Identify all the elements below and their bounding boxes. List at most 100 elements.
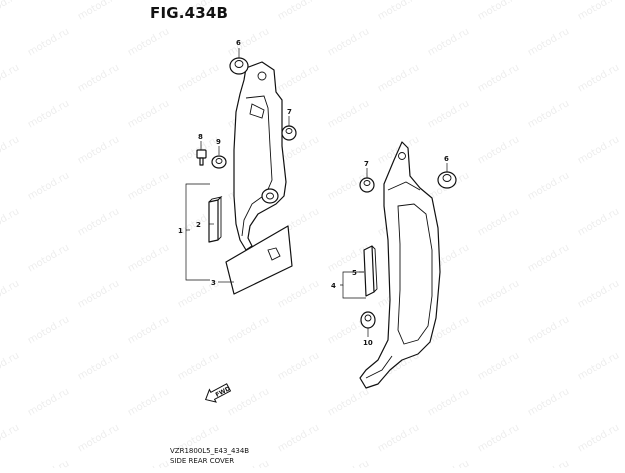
watermark-text: motod.ru bbox=[326, 386, 371, 418]
watermark-text: motod.ru bbox=[576, 134, 621, 166]
watermark-text: motod.ru bbox=[526, 386, 571, 418]
callout-labels: 6 7 8 9 1 2 3 7 6 5 4 10 bbox=[178, 39, 449, 347]
watermark-text: motod.ru bbox=[176, 62, 221, 94]
watermark-text: motod.ru bbox=[576, 278, 621, 310]
washer-9 bbox=[211, 155, 227, 169]
watermark-text: motod.ru bbox=[476, 0, 521, 23]
watermark-text: motod.ru bbox=[576, 0, 621, 23]
watermark-text: motod.ru bbox=[426, 26, 471, 58]
watermark-text: motod.ru bbox=[526, 170, 571, 202]
watermark-text: motod.ru bbox=[76, 206, 121, 238]
callout-9: 9 bbox=[216, 138, 221, 146]
leader-lines bbox=[185, 48, 448, 337]
left-bracket bbox=[233, 61, 287, 251]
watermark-text: motod.ru bbox=[0, 422, 21, 454]
watermark-text: motod.ru bbox=[76, 278, 121, 310]
callout-6-left: 6 bbox=[236, 39, 241, 47]
watermark-text: motod.ru bbox=[426, 458, 471, 468]
watermark-text: motod.ru bbox=[126, 458, 171, 468]
watermark-text: motod.ru bbox=[476, 206, 521, 238]
watermark-text: motod.ru bbox=[76, 134, 121, 166]
bolt-8 bbox=[196, 149, 207, 166]
forward-arrow-icon: FWD bbox=[204, 383, 232, 403]
watermark-text: motod.ru bbox=[0, 0, 21, 23]
callout-1: 1 bbox=[178, 227, 183, 235]
watermark-text: motod.ru bbox=[0, 278, 21, 310]
watermark-text: motod.ru bbox=[426, 386, 471, 418]
collar-7-left bbox=[281, 125, 297, 141]
watermark-text: motod.ru bbox=[0, 134, 21, 166]
watermark-text: motod.ru bbox=[576, 422, 621, 454]
watermark-text: motod.ru bbox=[26, 242, 71, 274]
watermark-text: motod.ru bbox=[76, 0, 121, 23]
watermark-text: motod.ru bbox=[476, 422, 521, 454]
watermark-text: motod.ru bbox=[0, 62, 21, 94]
callout-5: 5 bbox=[352, 269, 357, 277]
grommet-10 bbox=[360, 311, 376, 329]
watermark-text: motod.ru bbox=[476, 278, 521, 310]
watermark-text: motod.ru bbox=[176, 350, 221, 382]
watermark-text: motod.ru bbox=[26, 386, 71, 418]
cushion-5 bbox=[363, 245, 378, 297]
watermark-text: motod.ru bbox=[26, 170, 71, 202]
watermark-text: motod.ru bbox=[26, 98, 71, 130]
forward-label: FWD bbox=[214, 385, 231, 399]
watermark-text: motod.ru bbox=[526, 26, 571, 58]
watermark-text: motod.ru bbox=[126, 26, 171, 58]
figure-title: FIG.434B bbox=[150, 4, 229, 22]
callout-2: 2 bbox=[196, 221, 201, 229]
watermark-text: motod.ru bbox=[526, 458, 571, 468]
watermark-text: motod.ru bbox=[276, 422, 321, 454]
watermark-text: motod.ru bbox=[76, 350, 121, 382]
watermark-text: motod.ru bbox=[576, 206, 621, 238]
watermark-text: motod.ru bbox=[326, 98, 371, 130]
watermark-text: motod.ru bbox=[226, 314, 271, 346]
callout-7-right: 7 bbox=[364, 160, 369, 168]
watermark-text: motod.ru bbox=[26, 314, 71, 346]
watermark-text: motod.ru bbox=[126, 242, 171, 274]
watermark-text: motod.ru bbox=[326, 458, 371, 468]
watermark-text: motod.ru bbox=[76, 422, 121, 454]
callout-10: 10 bbox=[363, 339, 373, 347]
watermark-text: motod.ru bbox=[526, 242, 571, 274]
watermark-text: motod.ru bbox=[76, 62, 121, 94]
watermark-text: motod.ru bbox=[0, 206, 21, 238]
watermark-text: motod.ru bbox=[276, 350, 321, 382]
callout-4: 4 bbox=[331, 282, 336, 290]
watermark-text: motod.ru bbox=[476, 350, 521, 382]
model-code: VZR1800L5_E43_434B bbox=[170, 447, 250, 455]
watermark-text: motod.ru bbox=[276, 278, 321, 310]
watermark-text: motod.ru bbox=[426, 98, 471, 130]
watermark-text: motod.ru bbox=[26, 26, 71, 58]
watermark-text: motod.ru bbox=[226, 386, 271, 418]
grommet-6-right bbox=[437, 171, 457, 189]
side-rear-cover bbox=[359, 141, 441, 389]
watermark-text: motod.ru bbox=[376, 0, 421, 23]
collar-7-right bbox=[359, 177, 375, 193]
watermark-text: motod.ru bbox=[476, 62, 521, 94]
callout-6-right: 6 bbox=[444, 155, 449, 163]
watermark-text: motod.ru bbox=[326, 26, 371, 58]
watermark-text: motod.ru bbox=[126, 170, 171, 202]
watermark-text: motod.ru bbox=[126, 314, 171, 346]
callout-8: 8 bbox=[198, 133, 203, 141]
watermark-text: motod.ru bbox=[276, 0, 321, 23]
watermark-text: motod.ru bbox=[276, 62, 321, 94]
watermark-text: motod.ru bbox=[526, 98, 571, 130]
watermark-text: motod.ru bbox=[26, 458, 71, 468]
watermark-text: motod.ru bbox=[226, 26, 271, 58]
section-name: SIDE REAR COVER bbox=[170, 457, 235, 465]
callout-7-left: 7 bbox=[287, 108, 292, 116]
callout-3: 3 bbox=[211, 279, 216, 287]
grommet-6-left bbox=[229, 57, 249, 75]
watermark-text: motod.ru bbox=[576, 350, 621, 382]
watermark-text: motod.ru bbox=[0, 350, 21, 382]
watermark-text: motod.ru bbox=[126, 386, 171, 418]
cushion-2 bbox=[208, 195, 223, 243]
watermark-text: motod.ru bbox=[376, 62, 421, 94]
sheet-3 bbox=[225, 225, 293, 295]
watermark-text: motod.ru bbox=[126, 98, 171, 130]
